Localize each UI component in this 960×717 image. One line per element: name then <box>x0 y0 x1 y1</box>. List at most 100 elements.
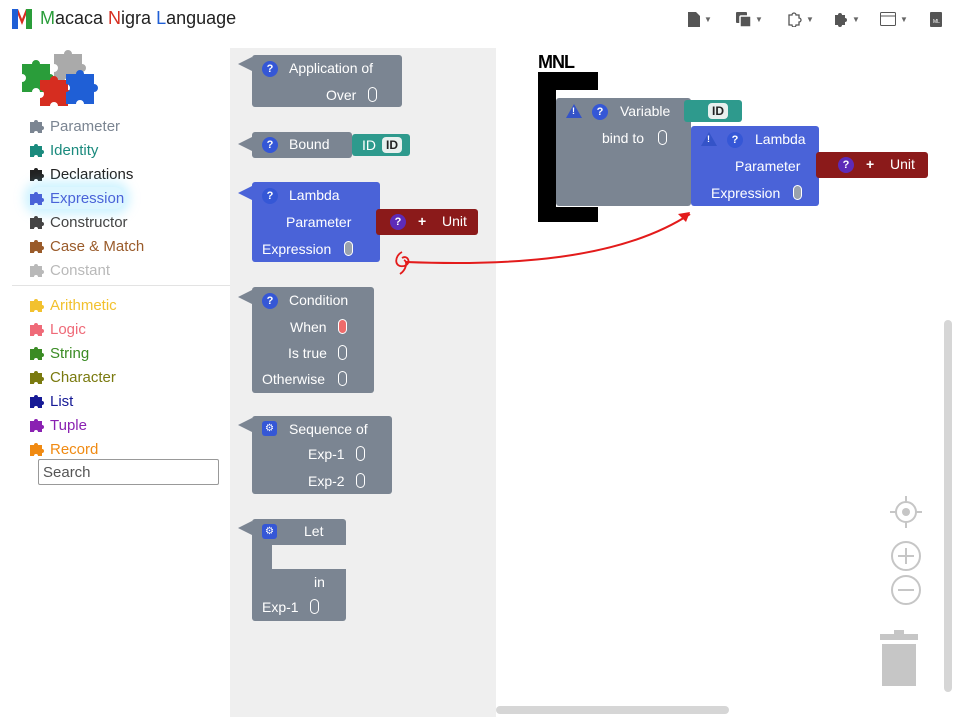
identity-block[interactable]: ID ID <box>352 134 410 156</box>
puzzle-piece-icon <box>30 346 45 360</box>
app-title-part: anguage <box>166 8 237 28</box>
category-tuple[interactable]: Tuple <box>30 414 87 436</box>
input-slot[interactable] <box>338 319 347 334</box>
category-logic[interactable]: Logic <box>30 318 86 340</box>
input-slot[interactable] <box>356 473 365 488</box>
input-slot[interactable] <box>658 130 667 145</box>
help-icon[interactable]: ? <box>262 61 278 77</box>
variable-block[interactable]: ! ? Variable bind to <box>556 98 691 206</box>
component-menu-button[interactable]: ▼ <box>786 10 814 28</box>
category-character[interactable]: Character <box>30 366 116 388</box>
block-title: Let <box>304 523 324 539</box>
puzzle-piece-icon <box>30 418 45 432</box>
help-icon[interactable]: ? <box>390 214 406 230</box>
puzzle-icon <box>835 12 847 27</box>
file-small-button[interactable]: ML <box>930 10 942 28</box>
zoom-in-icon[interactable] <box>890 540 922 572</box>
input-slot[interactable] <box>338 371 347 386</box>
puzzle-piece-icon <box>30 263 45 277</box>
category-constructor[interactable]: Constructor <box>30 211 128 233</box>
category-label: Parameter <box>50 117 121 135</box>
window-menu-button[interactable]: ▼ <box>880 10 908 28</box>
category-case-match[interactable]: Case & Match <box>30 235 144 257</box>
file-menu-button[interactable]: ▼ <box>688 10 712 28</box>
category-label: Tuple <box>50 416 87 434</box>
category-label: Identity <box>50 141 99 159</box>
category-label: Constructor <box>50 213 128 231</box>
let-block-bottom: in Exp-1 <box>252 569 346 621</box>
block-field-label: Over <box>326 87 357 103</box>
component-icon <box>788 11 802 27</box>
app-title-part: igra <box>121 8 157 28</box>
help-icon[interactable]: ? <box>262 293 278 309</box>
category-list[interactable]: List <box>30 390 73 412</box>
output-connector <box>238 418 252 432</box>
block-title: Lambda <box>289 187 340 203</box>
condition-block[interactable]: ? Condition When Is true Otherwise <box>252 287 374 393</box>
mnl-bottom-bar <box>538 207 598 222</box>
trash-icon[interactable] <box>880 630 918 686</box>
unit-block-placed[interactable]: ? + Unit <box>816 152 928 178</box>
input-slot[interactable] <box>368 87 377 102</box>
horizontal-scrollbar[interactable] <box>496 706 729 714</box>
input-slot[interactable] <box>310 599 319 614</box>
input-slot[interactable] <box>344 241 353 256</box>
block-title: Lambda <box>755 131 806 147</box>
application-block[interactable]: ? Application of Over <box>252 55 402 107</box>
copy-menu-button[interactable]: ▼ <box>736 10 763 28</box>
puzzle-piece-icon <box>30 167 45 181</box>
puzzle-menu-button[interactable]: ▼ <box>832 10 860 28</box>
output-connector <box>238 57 252 71</box>
lambda-block-placed[interactable]: ! ? Lambda Parameter Expression <box>691 126 819 206</box>
category-divider <box>12 285 230 286</box>
app-title-part: N <box>108 8 122 28</box>
category-label: List <box>50 392 74 410</box>
help-icon[interactable]: ? <box>727 132 743 148</box>
id-chip[interactable]: ID <box>382 137 402 153</box>
gear-icon[interactable]: ⚙ <box>262 524 277 539</box>
search-input[interactable] <box>38 459 219 485</box>
input-slot[interactable] <box>338 345 347 360</box>
zoom-out-icon[interactable] <box>890 574 922 606</box>
puzzle-piece-icon <box>30 215 45 229</box>
identity-block[interactable]: ID <box>684 100 742 122</box>
category-label: Record <box>50 440 99 458</box>
help-icon[interactable]: ? <box>838 157 854 173</box>
mnl-label: MNL <box>538 52 575 72</box>
unit-plus: + <box>866 156 875 172</box>
category-label: Arithmetic <box>50 296 117 314</box>
let-block[interactable]: ⚙ Let <box>252 519 346 545</box>
unit-block[interactable]: ? + Unit <box>376 209 478 235</box>
category-identity[interactable]: Identity <box>30 139 98 161</box>
help-icon[interactable]: ? <box>262 188 278 204</box>
category-expression[interactable]: Expression <box>30 187 125 209</box>
output-connector <box>238 137 252 151</box>
vertical-scrollbar[interactable] <box>944 320 952 692</box>
help-icon[interactable]: ? <box>592 104 608 120</box>
chevron-down-icon: ▼ <box>755 14 763 24</box>
category-arithmetic[interactable]: Arithmetic <box>30 294 117 316</box>
category-record[interactable]: Record <box>30 438 98 460</box>
app-title: Macaca Nigra Language <box>40 8 236 29</box>
input-slot[interactable] <box>793 185 802 200</box>
category-label: Character <box>50 368 116 386</box>
category-constant[interactable]: Constant <box>30 259 110 281</box>
puzzle-piece-icon <box>30 298 45 312</box>
help-icon[interactable]: ? <box>262 137 278 153</box>
warning-icon[interactable]: ! <box>566 104 582 118</box>
copy-icon <box>736 11 751 27</box>
warning-icon[interactable]: ! <box>701 132 717 146</box>
block-field-label: bind to <box>602 130 645 146</box>
lambda-block[interactable]: ? Lambda Parameter Expression <box>252 182 380 262</box>
bound-block[interactable]: ? Bound <box>252 132 352 158</box>
gear-icon[interactable]: ⚙ <box>262 421 277 436</box>
block-field-label: Expression <box>711 185 781 201</box>
category-parameter[interactable]: Parameter <box>30 115 120 137</box>
category-string[interactable]: String <box>30 342 89 364</box>
input-slot[interactable] <box>356 446 365 461</box>
chevron-down-icon: ▼ <box>900 14 908 24</box>
id-chip[interactable]: ID <box>708 103 728 119</box>
recenter-icon[interactable] <box>890 496 922 528</box>
sequence-block[interactable]: ⚙ Sequence of Exp-1 Exp-2 <box>252 416 392 494</box>
category-declarations[interactable]: Declarations <box>30 163 133 185</box>
